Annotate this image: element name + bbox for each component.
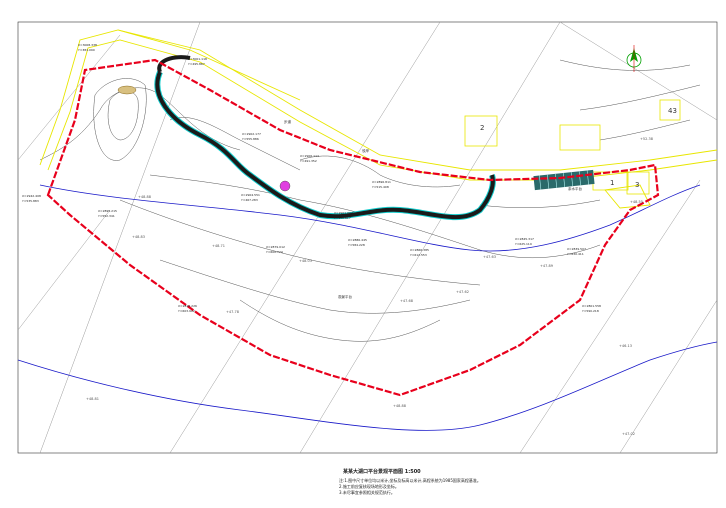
annotation-label: 步道 xyxy=(284,119,292,124)
survey-marker xyxy=(279,180,291,192)
river-lines xyxy=(17,184,718,431)
survey-lines xyxy=(17,21,718,454)
annotation-label: 亲水平台 xyxy=(568,186,582,191)
elevation-label: +46.13 xyxy=(619,344,632,348)
elevation-label: +47.02 xyxy=(622,432,635,436)
coord-x: X=2818.226 xyxy=(178,304,197,308)
coord-x: X=3008.338 xyxy=(78,43,97,47)
elevation-label: +48.88 xyxy=(138,195,151,199)
elevation-label: +47.78 xyxy=(226,310,239,314)
annotation-label: 驳岸 xyxy=(362,148,370,153)
parcel-top xyxy=(559,124,601,151)
lot-label: 3 xyxy=(635,181,639,189)
coord-x: X=2866.385 xyxy=(410,248,429,252)
drawing-note: 3.未尽事宜参照相关规范执行。 xyxy=(339,490,395,495)
coord-y: Y=590.218 xyxy=(582,309,599,313)
walkway xyxy=(154,55,496,221)
drawing-note: 注:1.图中尺寸单位均以米计,坐标及标高以米计,高程系统为1985国家高程基准。 xyxy=(339,478,481,483)
elevation-label: +48.03 xyxy=(299,259,312,263)
elevation-label: +48.81 xyxy=(86,397,99,401)
drawing-title: 某某大湖口平台景观平面图 1:500 xyxy=(343,469,421,475)
lot-label: 1 xyxy=(610,179,614,187)
coord-y: Y=520.617 xyxy=(334,216,351,220)
elevation-label: +47.63 xyxy=(483,255,496,259)
coord-y: Y=612.553 xyxy=(410,253,427,257)
coord-x: X=2879.012 xyxy=(266,245,285,249)
elevation-label: +52.38 xyxy=(640,137,653,141)
coord-y: Y=600.774 xyxy=(266,250,283,254)
site-boundary xyxy=(46,58,660,397)
rock-feature xyxy=(117,85,137,95)
coord-x: X=2845.317 xyxy=(515,237,534,241)
elevation-label: +48.88 xyxy=(393,404,406,408)
coord-y: Y=381.090 xyxy=(78,48,95,52)
elevation-label: +47.62 xyxy=(456,290,469,294)
elevation-label: +48.55 xyxy=(630,200,643,204)
parcel-43 xyxy=(659,99,681,121)
elevation-label: +47.68 xyxy=(400,299,413,303)
coord-x: X=2801.558 xyxy=(582,304,601,308)
coord-y: Y=552.341 xyxy=(98,214,115,218)
coord-x: X=3001.118 xyxy=(188,57,207,61)
coord-x: X=2904.551 xyxy=(241,193,260,197)
coord-y: Y=603.992 xyxy=(178,309,195,313)
coord-x: X=2901.663 xyxy=(334,211,353,215)
coord-y: Y=584.228 xyxy=(348,243,365,247)
coord-x: X=2896.811 xyxy=(372,180,391,184)
coord-y: Y=495.867 xyxy=(188,62,205,66)
lot-label: 2 xyxy=(480,124,484,132)
parcel-boxes xyxy=(464,99,681,195)
coord-x: X=2886.445 xyxy=(348,238,367,242)
coord-y: Y=467.283 xyxy=(241,198,258,202)
coord-y: Y=630.411 xyxy=(567,252,584,256)
elevation-label: +48.71 xyxy=(212,244,225,248)
annotation-label: 观景平台 xyxy=(338,294,352,299)
coord-x: X=2839.507 xyxy=(567,247,586,251)
coord-y: Y=555.886 xyxy=(242,137,259,141)
parcel-2 xyxy=(464,115,498,147)
north-arrow-icon xyxy=(626,45,642,72)
elevation-label: +47.89 xyxy=(540,264,553,268)
coord-y: Y=491.352 xyxy=(300,159,317,163)
parcel-3 xyxy=(626,171,650,195)
drawing-note: 2.施工前应复核现场地形及坐标。 xyxy=(339,484,399,489)
coord-y: Y=625.119 xyxy=(515,242,532,246)
coord-x: X=2906.114 xyxy=(300,154,319,158)
lot-label: 43 xyxy=(668,107,677,115)
elevation-label: +48.83 xyxy=(132,235,145,239)
coord-y: Y=535.883 xyxy=(22,199,39,203)
coord-x: X=2902.177 xyxy=(242,132,261,136)
coord-y: Y=515.408 xyxy=(372,185,389,189)
coord-x: X=2942.408 xyxy=(22,194,41,198)
coord-x: X=2895.215 xyxy=(98,209,117,213)
